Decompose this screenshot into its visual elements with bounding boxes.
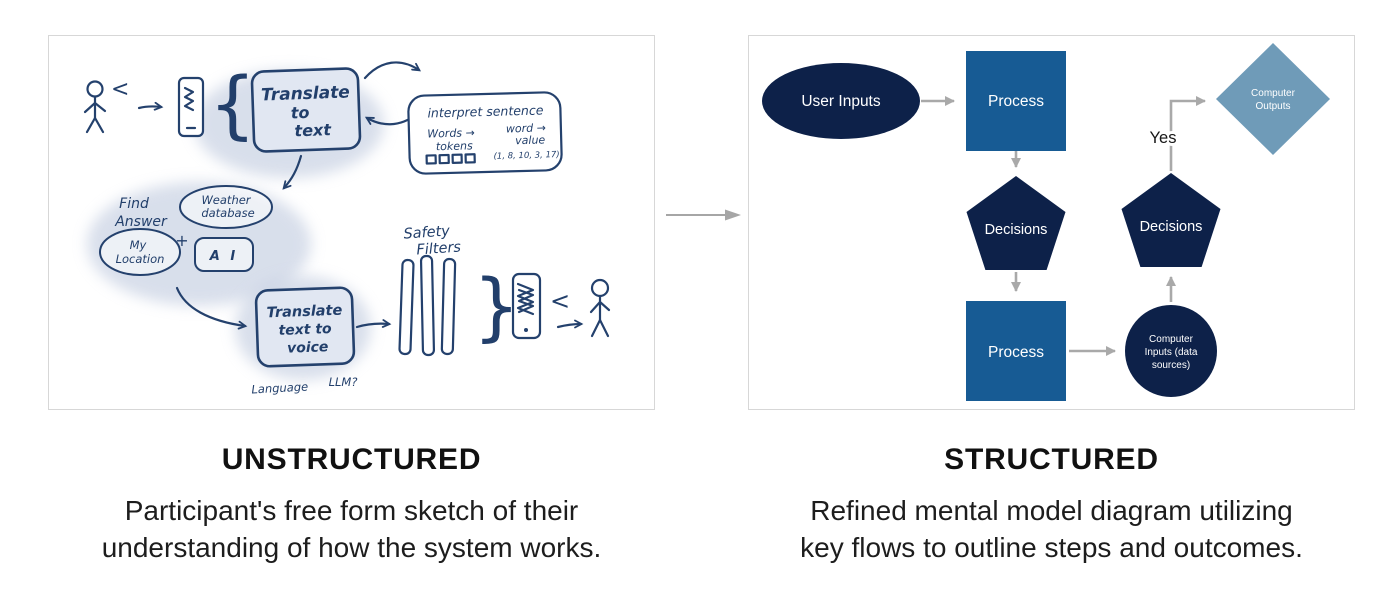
translate-text-to-voice-box: Translate text to voice [254,286,356,368]
structured-description: Refined mental model diagram utilizing k… [748,492,1355,566]
arrow-to-cluster [282,154,303,190]
structured-flowchart: User Inputs Process Decisions Process Co… [762,43,1330,401]
safety-label: Safety [403,223,451,242]
arrow-cluster-to-voice [175,286,248,330]
answer-cluster: Find Answer Weather database + My Locati… [99,185,273,276]
value-label: value [515,133,546,147]
arrow-phone-to-user [556,319,584,329]
words-arrow: Words → [427,126,475,140]
node-process-top: Process [966,51,1066,151]
arrow-user-to-phone-icon [137,101,164,111]
weather-database-oval: Weather database [179,185,273,229]
filters-label: Filters [416,239,462,258]
transform-arrow-icon [664,206,744,224]
structured-description-line2: key flows to outline steps and outcomes. [800,532,1303,563]
answer-label: Answer [114,214,168,230]
node-computer-inputs: Computer Inputs (data sources) [1125,305,1217,397]
unstructured-panel: < { Translate to text interpret sentence… [48,35,655,410]
interpret-title: interpret sentence [427,102,544,120]
speech-angle-mark-left: < [111,77,129,102]
node-user-inputs: User Inputs [762,63,920,139]
unstructured-description-line1: Participant's free form sketch of their [124,495,579,526]
unstructured-description: Participant's free form sketch of their … [48,492,655,566]
location-label: Location [116,252,165,266]
brace-open: { [209,62,256,148]
ai-label: A I [209,249,238,264]
database-label: database [201,206,254,220]
right-arrow-icon [666,209,741,221]
process-top-label: Process [988,93,1044,110]
structured-heading: STRUCTURED [944,443,1159,476]
find-label: Find [119,196,149,212]
speech-angle-mark-right: < [550,287,570,315]
node-process-bottom: Process [966,301,1066,401]
unstructured-caption: UNSTRUCTURED Participant's free form ske… [48,443,655,566]
arrow-decisions2-to-outputs [1169,96,1206,171]
node-decisions-right: Decisions [1121,173,1221,267]
ai-box: A I [194,237,254,272]
value-list: (1, 8, 10, 3, 17) [493,150,559,162]
unstructured-sketch: < { Translate to text interpret sentence… [83,61,611,397]
yes-label: Yes [1150,129,1177,147]
safety-filters: Safety Filters [398,223,462,357]
tokens-label: tokens [436,139,473,153]
language-note: Language [251,380,308,397]
structured-description-line1: Refined mental model diagram utilizing [810,495,1293,526]
my-label: My [130,238,147,252]
stick-figure-right [589,278,611,338]
user-inputs-label: User Inputs [801,93,881,110]
decisions-right-label: Decisions [1140,219,1203,235]
node-computer-outputs: Computer Outputs [1216,43,1330,155]
stick-figure-left [83,80,107,134]
voice-line1: Translate [266,303,342,322]
interpret-sentence-box: interpret sentence Words → tokens word →… [407,91,563,175]
filter-bars [398,254,457,357]
unstructured-heading: UNSTRUCTURED [221,443,482,476]
process-bottom-label: Process [988,344,1044,361]
unstructured-description-line2: understanding of how the system works. [101,532,602,563]
decisions-left-label: Decisions [985,222,1048,238]
phone-sketch-left [177,76,205,138]
voice-line2: text to [278,321,332,339]
token-squares [425,153,476,165]
my-location-oval: My Location [99,228,181,276]
computer-inputs-line3: sources) [1152,360,1190,371]
translate-line2: to [290,103,309,123]
node-decisions-left: Decisions [966,176,1066,270]
structured-caption: STRUCTURED Refined mental model diagram … [748,443,1355,566]
computer-inputs-line2: Inputs (data [1145,347,1198,358]
structured-panel: User Inputs Process Decisions Process Co… [748,35,1355,410]
word-arrow: word → [506,121,546,135]
llm-note: LLM? [329,375,358,389]
translate-line3: text [294,120,332,140]
translate-to-text-box: Translate to text [250,67,362,153]
computer-inputs-line1: Computer [1149,334,1194,345]
arrow-to-interpret [363,61,421,80]
computer-outputs-line1: Computer [1251,88,1296,99]
computer-outputs-line2: Outputs [1255,101,1290,112]
weather-label: Weather [201,193,251,207]
phone-sketch-right [511,272,542,340]
voice-line3: voice [287,339,329,356]
translate-line1: Translate [261,82,350,105]
arrow-voice-to-filters [355,319,392,329]
